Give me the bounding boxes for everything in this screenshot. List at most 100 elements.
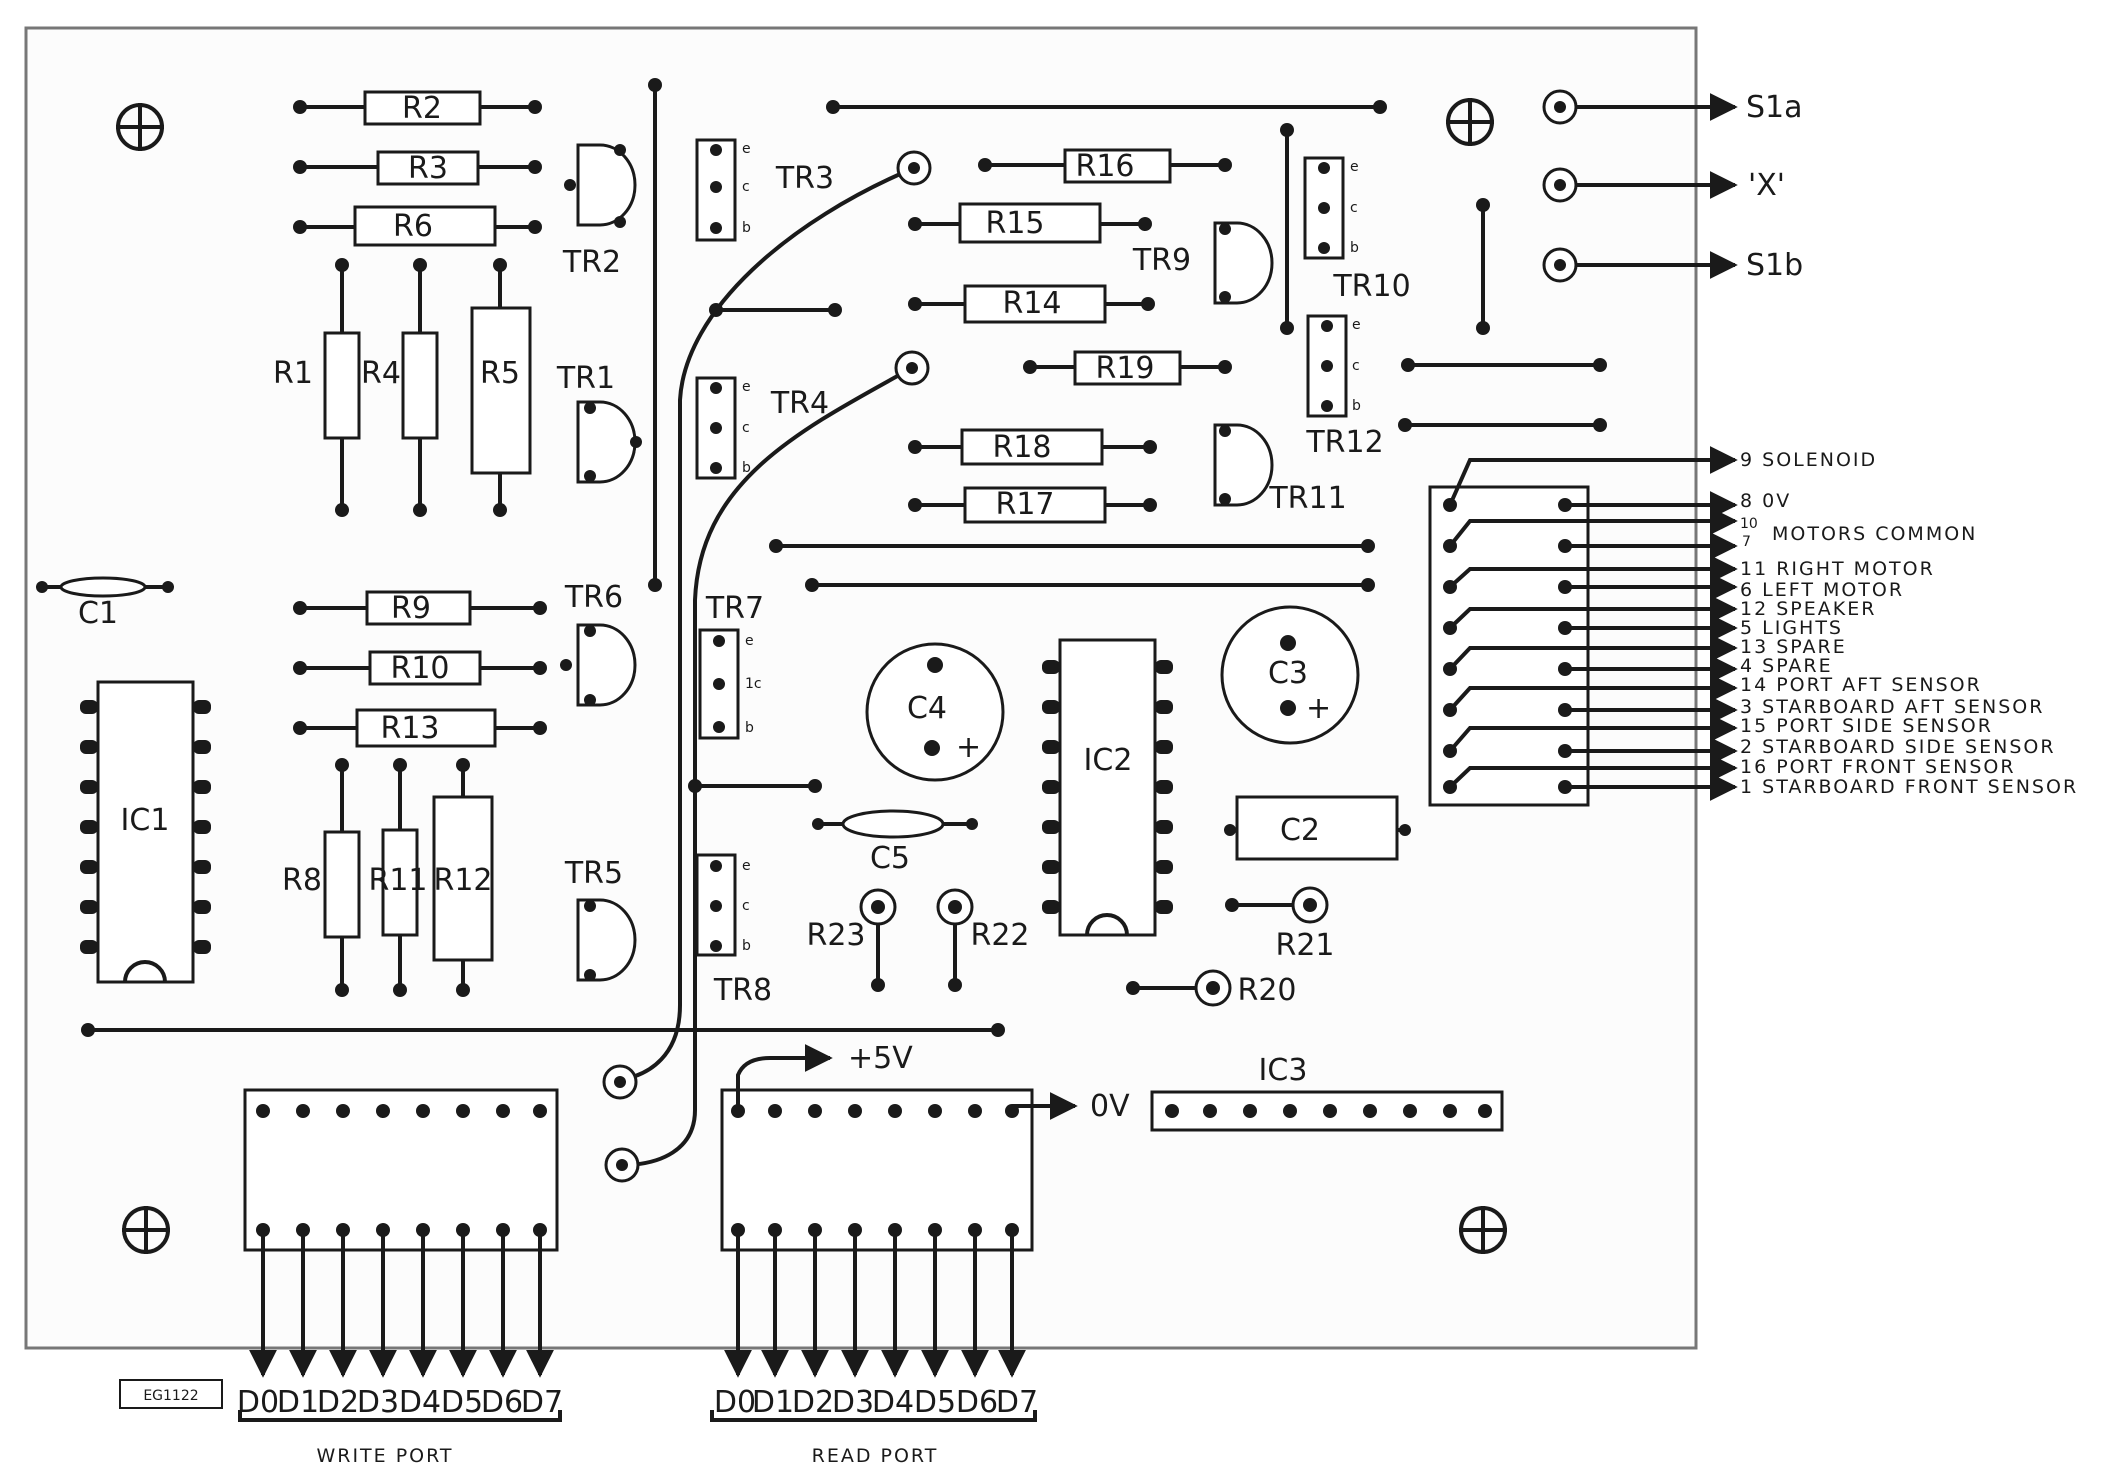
- write-bit-d2: D2: [317, 1385, 359, 1420]
- svg-text:b: b: [742, 938, 751, 954]
- conn-line-16: 16 PORT FRONT SENSOR: [1740, 756, 2016, 778]
- svg-text:e: e: [742, 141, 751, 157]
- label-r8: R8: [282, 863, 322, 898]
- label-r17: R17: [995, 487, 1054, 522]
- label-tr12: TR12: [1305, 425, 1383, 460]
- label-r2: R2: [402, 91, 442, 126]
- read-port-connector: D0 D1 D2 D3 D4 D5 D6 D7 READ PORT +5V 0V: [710, 1041, 1130, 1467]
- ic-ic2: IC2: [1042, 638, 1173, 937]
- label-r4: R4: [361, 356, 401, 391]
- label-r16: R16: [1075, 149, 1134, 184]
- connector-labels: 9 SOLENOID 8 0V 10 7 MOTORS COMMON 11 RI…: [1740, 449, 2078, 798]
- label-s1b: S1b: [1746, 248, 1803, 283]
- label-r20: R20: [1237, 973, 1296, 1008]
- svg-text:+: +: [1306, 691, 1331, 726]
- label-tr11: TR11: [1268, 481, 1346, 516]
- read-bit-d2: D2: [792, 1385, 834, 1420]
- capacitor-c3: C3 +: [1220, 605, 1360, 745]
- svg-text:b: b: [745, 720, 754, 736]
- resistor-r11: R11: [368, 758, 428, 997]
- write-bit-d0: D0: [237, 1385, 279, 1420]
- conn-line-15: 15 PORT SIDE SENSOR: [1740, 715, 1993, 737]
- capacitor-c5: C5: [812, 809, 978, 876]
- conn-line-1: 1 STARBOARD FRONT SENSOR: [1740, 776, 2078, 798]
- svg-text:c: c: [742, 420, 750, 436]
- label-r10: R10: [390, 651, 449, 686]
- terminal-s1a: S1a: [1542, 89, 1803, 125]
- capacitor-c2: C2: [1224, 795, 1411, 861]
- transistor-tr5: TR5: [564, 856, 637, 982]
- svg-text:b: b: [1352, 398, 1361, 414]
- read-bit-d7: D7: [996, 1385, 1038, 1420]
- label-tr8: TR8: [713, 973, 772, 1008]
- transistor-tr1: TR1: [556, 361, 642, 484]
- resistor-r16: R16: [978, 148, 1232, 184]
- label-tr1: TR1: [556, 361, 615, 396]
- label-tr7: TR7: [705, 591, 764, 626]
- resistor-r18: R18: [908, 428, 1157, 466]
- label-c2: C2: [1280, 813, 1320, 848]
- write-bit-d5: D5: [441, 1385, 483, 1420]
- terminal-x: 'X': [1542, 167, 1785, 203]
- write-bit-d4: D4: [399, 1385, 441, 1420]
- label-tr4: TR4: [770, 386, 829, 421]
- svg-text:+: +: [956, 730, 981, 765]
- label-r22: R22: [970, 918, 1029, 953]
- mounting-hole-icon: [116, 98, 1507, 1254]
- transistor-tr2: TR2: [562, 143, 637, 280]
- plus5v-label: +5V: [848, 1041, 913, 1076]
- svg-text:c: c: [1352, 358, 1360, 374]
- resistor-r6: R6: [293, 205, 542, 247]
- resistor-r9: R9: [293, 590, 547, 626]
- label-ic2: IC2: [1084, 743, 1133, 778]
- resistor-r2: R2: [293, 90, 542, 126]
- conn-line-2: 2 STARBOARD SIDE SENSOR: [1740, 736, 2056, 758]
- conn-line-13: 13 SPARE: [1740, 636, 1847, 658]
- conn-line-10: 10: [1740, 516, 1758, 532]
- ic-ic1: IC1: [80, 680, 211, 984]
- transistor-tr3: ecb TR3: [695, 138, 834, 242]
- resistor-r20: R20: [1126, 969, 1297, 1008]
- svg-text:c: c: [742, 898, 750, 914]
- write-bit-d6: D6: [481, 1385, 523, 1420]
- wire-links: [81, 78, 1607, 1183]
- transistor-tr6: TR6: [560, 580, 637, 707]
- svg-text:e: e: [1352, 317, 1361, 333]
- resistor-r4: R4: [361, 258, 439, 517]
- resistor-r12: R12: [432, 758, 494, 997]
- label-r6: R6: [393, 209, 433, 244]
- label-tr5: TR5: [564, 856, 623, 891]
- conn-line-4: 4 SPARE: [1740, 655, 1833, 677]
- conn-line-6: 6 LEFT MOTOR: [1740, 579, 1904, 601]
- read-bit-d3: D3: [832, 1385, 874, 1420]
- resistor-r14: R14: [908, 284, 1155, 324]
- resistor-r19: R19: [1023, 350, 1232, 386]
- label-tr9: TR9: [1132, 243, 1191, 278]
- conn-line-12: 12 SPEAKER: [1740, 598, 1876, 620]
- write-bit-d1: D1: [277, 1385, 319, 1420]
- resistor-r3: R3: [293, 150, 542, 186]
- label-r14: R14: [1002, 286, 1061, 321]
- label-r15: R15: [985, 206, 1044, 241]
- transistor-tr12: e c b TR12: [1305, 314, 1384, 460]
- svg-text:e: e: [742, 858, 751, 874]
- transistor-tr10: ecb TR10: [1303, 156, 1411, 304]
- resistor-r23: R23: [806, 888, 897, 992]
- conn-line-9: 9 SOLENOID: [1740, 449, 1877, 471]
- write-bit-d3: D3: [357, 1385, 399, 1420]
- label-r12: R12: [433, 863, 492, 898]
- ref-code-text: EG1122: [143, 1388, 198, 1404]
- label-tr6: TR6: [564, 580, 623, 615]
- conn-line-14: 14 PORT AFT SENSOR: [1740, 674, 1982, 696]
- ic-ic3: IC3: [1150, 1053, 1504, 1132]
- reference-code: EG1122: [119, 1379, 223, 1409]
- label-r18: R18: [992, 430, 1051, 465]
- conn-line-11: 11 RIGHT MOTOR: [1740, 558, 1935, 580]
- svg-text:c: c: [1350, 200, 1358, 216]
- svg-text:c: c: [742, 179, 750, 195]
- svg-text:1c: 1c: [745, 676, 762, 692]
- label-c4: C4: [907, 691, 947, 726]
- label-tr3: TR3: [775, 161, 834, 196]
